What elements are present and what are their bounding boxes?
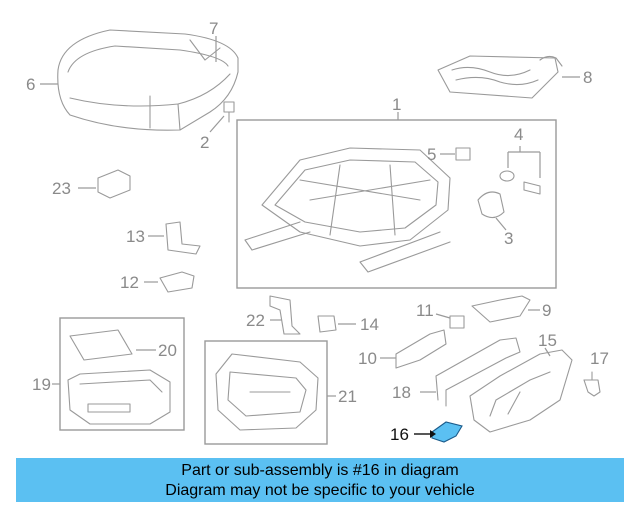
- part-12-cover: [159, 271, 195, 293]
- callout-9: 9: [542, 301, 551, 320]
- callout-6: 6: [26, 75, 35, 94]
- part-5-bracket: [455, 147, 471, 161]
- callout-14: 14: [360, 315, 379, 334]
- callout-2: 2: [200, 133, 209, 152]
- callout-11: 11: [416, 301, 434, 320]
- part-4-bolt: [523, 181, 541, 195]
- part-23-module: [97, 169, 131, 199]
- part-19-tray: [67, 369, 171, 425]
- callout-15: 15: [538, 331, 557, 350]
- banner-line-disclaimer: Diagram may not be specific to your vehi…: [165, 482, 475, 499]
- leader-16-arrow: [430, 430, 436, 438]
- part-4-nut: [499, 170, 515, 182]
- part-14-clip: [317, 315, 337, 333]
- callout-10: 10: [358, 349, 377, 368]
- callout-12: 12: [120, 273, 139, 292]
- callout-22: 22: [246, 311, 265, 330]
- part-heater-pad: [437, 55, 563, 99]
- callout-3: 3: [504, 229, 513, 248]
- underseat-group-box: [204, 340, 328, 445]
- leader-4: [507, 146, 541, 178]
- part-20-mat: [69, 329, 133, 361]
- callout-21: 21: [338, 387, 357, 406]
- part-21-storage-box: [215, 353, 319, 431]
- callout-16: 16: [390, 425, 409, 444]
- exploded-view-drawing: 6 7 2 8 1 5 4 3 23 13 12: [26, 19, 609, 445]
- part-11-clip: [449, 315, 465, 329]
- leader-2: [209, 115, 225, 133]
- callout-5: 5: [427, 145, 436, 164]
- leader-11: [435, 313, 451, 319]
- part-9-trim: [471, 295, 531, 323]
- callout-13: 13: [126, 227, 145, 246]
- callout-7: 7: [209, 19, 218, 38]
- part-17-fastener: [583, 371, 601, 397]
- callout-1: 1: [392, 95, 401, 114]
- callout-4: 4: [514, 125, 523, 144]
- part-15-shield: [469, 349, 573, 433]
- leader-15: [544, 347, 551, 357]
- info-banner: Part or sub-assembly is #16 in diagram D…: [16, 458, 624, 502]
- callout-8: 8: [583, 68, 592, 87]
- part-22-bracket: [269, 295, 301, 335]
- part-18-rod: [435, 337, 521, 407]
- frame-group-box: [236, 119, 557, 289]
- part-13-bracket: [165, 221, 201, 255]
- storage-group-box: [59, 317, 185, 431]
- banner-line-part: Part or sub-assembly is #16 in diagram: [181, 462, 459, 479]
- part-seat-frame: [244, 147, 451, 273]
- part-clip: [223, 101, 235, 123]
- callout-17: 17: [590, 349, 609, 368]
- callout-18: 18: [392, 383, 411, 402]
- callout-23: 23: [52, 179, 71, 198]
- leader-3: [495, 217, 507, 231]
- part-seat-cushion: [57, 29, 239, 131]
- part-16-highlighted: [431, 421, 463, 443]
- callout-19: 19: [32, 375, 51, 394]
- callout-20: 20: [158, 341, 177, 360]
- part-3-motor: [477, 191, 505, 219]
- part-10-handle: [395, 329, 447, 369]
